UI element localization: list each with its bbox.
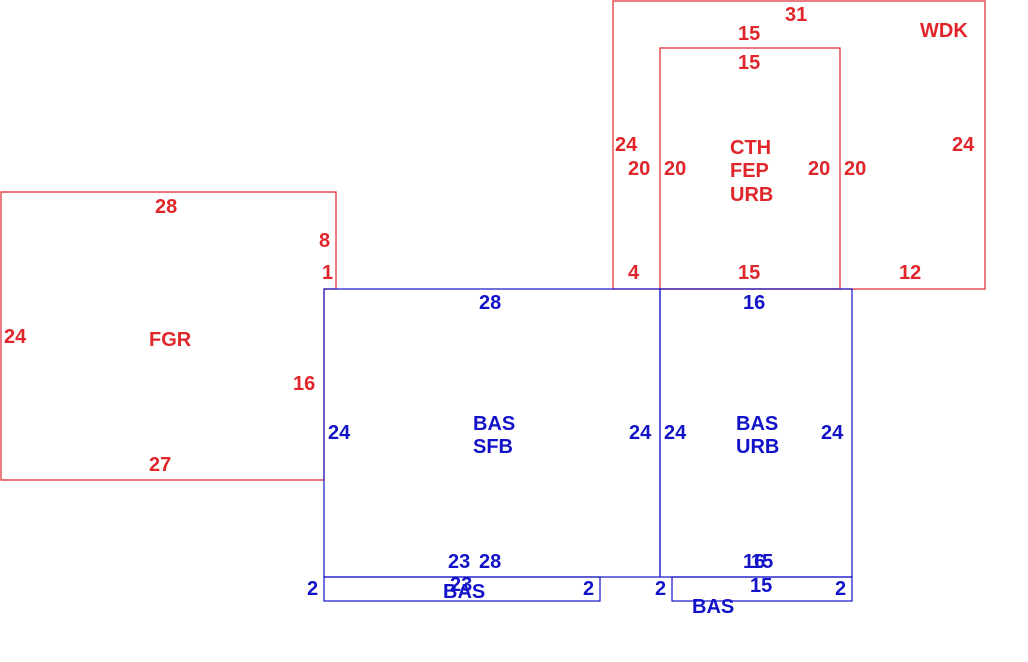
wdk-dim-right: 24 (952, 134, 975, 156)
wdk-dim-left: 24 (615, 134, 638, 156)
wdk-dim-top-inner: 15 (738, 23, 760, 45)
bas-urb-dim-top: 16 (743, 292, 765, 314)
bas-strip-right-code: BAS (692, 596, 734, 618)
fgr-dim-bottom: 27 (149, 454, 171, 476)
cth-dim-top: 15 (738, 52, 760, 74)
bas-sfb-code-2: SFB (473, 436, 513, 458)
bas-urb-dim-left: 24 (664, 422, 687, 444)
fgr-dim-right-step: 1 (322, 262, 333, 284)
bas-sfb-code-1: BAS (473, 413, 515, 435)
wdk-dim-bottom-right: 12 (899, 262, 921, 284)
bas-strip-left-outline (323, 576, 601, 602)
fgr-dim-right-lower: 16 (293, 373, 315, 395)
fgr-dim-right-upper: 8 (319, 230, 330, 252)
bas-strip-left-dim-right: 2 (583, 578, 594, 600)
bas-sfb-dim-right: 24 (629, 422, 652, 444)
wdk-dim-top: 31 (785, 4, 807, 26)
cth-dim-left: 20 (664, 158, 686, 180)
wdk-dim-inner-right: 20 (844, 158, 866, 180)
cth-dim-right: 20 (808, 158, 830, 180)
bas-sfb-dim-left: 24 (328, 422, 351, 444)
cth-dim-bottom: 15 (738, 262, 760, 284)
wdk-dim-inner-left: 20 (628, 158, 650, 180)
bas-strip-left-dim-left: 2 (307, 578, 318, 600)
bas-urb-code-1: BAS (736, 413, 778, 435)
bas-strip-left-dim-top: 23 (450, 574, 472, 596)
bas-urb-dim-bottom-b: 15 (751, 551, 773, 573)
wdk-outline (612, 0, 986, 290)
bas-sfb-dim-bottom-b: 28 (479, 551, 501, 573)
wdk-dim-bottom-left: 4 (628, 262, 640, 284)
wdk-code: WDK (920, 20, 968, 42)
bas-strip-right-outline (671, 576, 853, 602)
bas-strip-left-code: BAS (443, 581, 485, 603)
bas-strip-right-dim-right: 2 (835, 578, 846, 600)
cth-code-1: CTH (730, 137, 771, 159)
fgr-dim-left: 24 (4, 326, 27, 348)
fgr-dim-top: 28 (155, 196, 177, 218)
bas-strip-right-dim-left: 2 (655, 578, 666, 600)
cth-code-3: URB (730, 184, 773, 206)
bas-urb-dim-bottom-a: 16 (743, 551, 765, 573)
bas-urb-dim-right: 24 (821, 422, 844, 444)
cth-code-2: FEP (730, 160, 769, 182)
bas-urb-code-2: URB (736, 436, 779, 458)
bas-strip-right-dim-top: 15 (750, 575, 772, 597)
bas-sfb-dim-bottom-a: 23 (448, 551, 470, 573)
bas-sfb-dim-top: 28 (479, 292, 501, 314)
fgr-code: FGR (149, 329, 192, 351)
